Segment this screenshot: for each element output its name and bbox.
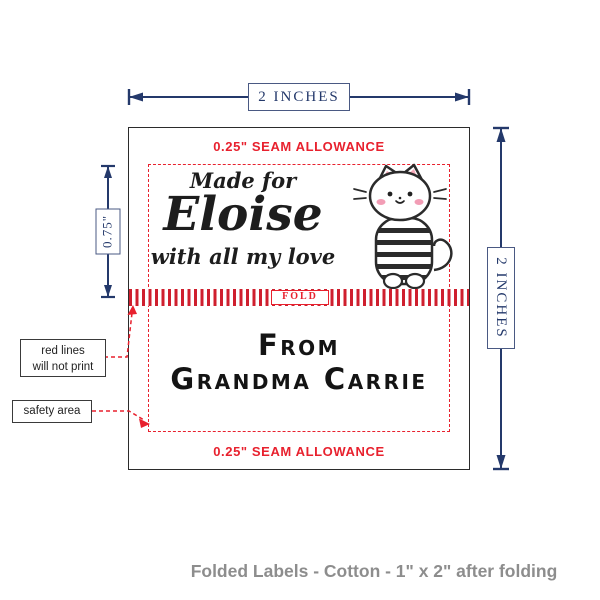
- cat-nose: [398, 196, 402, 200]
- top-arrowhead-right: [455, 92, 469, 102]
- right-dimension-label: 2 INCHES: [487, 247, 515, 349]
- cat-icon: [353, 163, 453, 290]
- cat-head: [368, 170, 432, 222]
- seam-allowance-bottom-label: 0.25" SEAM ALLOWANCE: [213, 444, 385, 459]
- red-lines-callout-line1: red lines: [41, 345, 85, 357]
- right-arrowhead-bottom: [496, 455, 506, 469]
- left-dimension-label: 0.75": [95, 208, 121, 255]
- left-arrowhead-top: [104, 166, 112, 178]
- tagline-text: with all my love: [150, 244, 336, 269]
- red-lines-callout: red lines will not print: [20, 339, 106, 377]
- cat-eye-right: [407, 191, 413, 197]
- top-arrowhead-left: [129, 92, 143, 102]
- fold-label: FOLD: [271, 290, 329, 305]
- product-caption: Folded Labels - Cotton - 1" x 2" after f…: [190, 561, 558, 581]
- cat-cheek-right: [414, 199, 424, 205]
- cat-mouth: [395, 200, 405, 204]
- cat-cheek-left: [376, 199, 386, 205]
- cat-foot-left: [382, 272, 404, 290]
- from-text: From: [257, 328, 341, 362]
- left-arrowhead-bottom: [104, 285, 112, 297]
- label-outline: [128, 127, 470, 470]
- red-lines-callout-line2: will not print: [32, 360, 94, 373]
- made-for-text: Made for: [189, 168, 297, 193]
- cat-foot-right: [404, 272, 426, 290]
- cat-tail: [432, 238, 453, 272]
- sender-name-text: Grandma Carrie: [170, 362, 428, 396]
- seam-allowance-top-label: 0.25" SEAM ALLOWANCE: [213, 139, 385, 154]
- cat-body: [374, 216, 434, 286]
- cat-eye-left: [387, 191, 393, 197]
- cat-stripes: [376, 228, 432, 280]
- right-arrowhead-top: [496, 128, 506, 142]
- safety-area-callout: safety area: [12, 400, 92, 423]
- top-dimension-label: 2 INCHES: [248, 83, 350, 111]
- recipient-name-text: Eloise: [163, 187, 323, 242]
- cat-whiskers: [353, 188, 447, 200]
